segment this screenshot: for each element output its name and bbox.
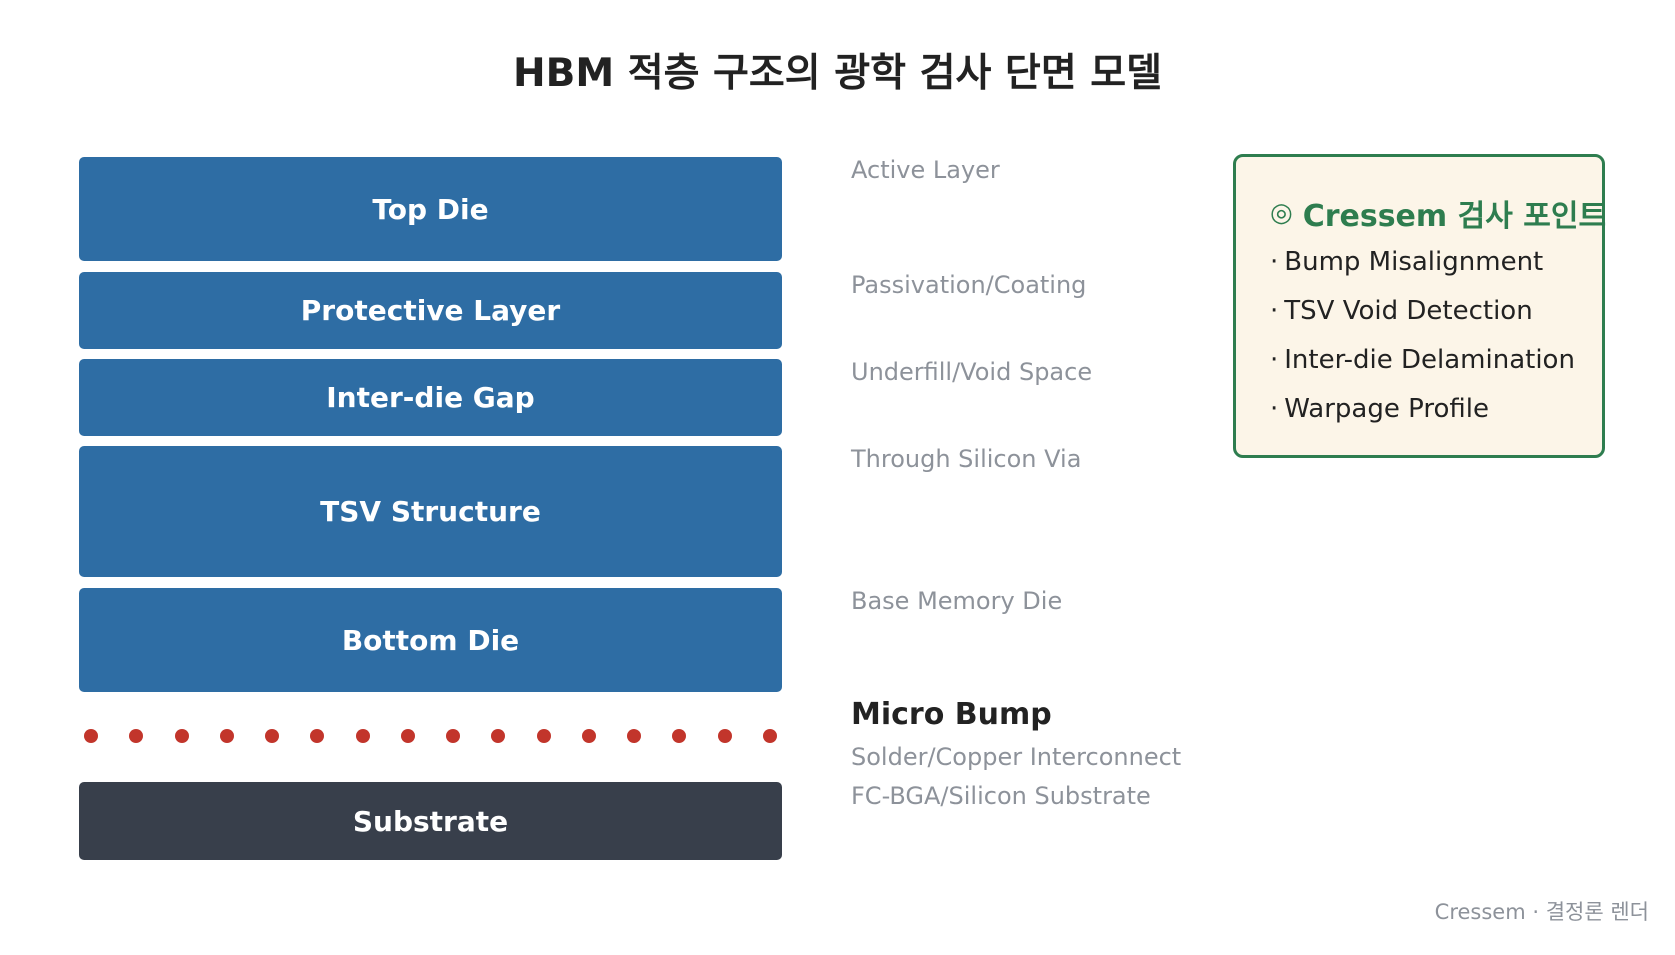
layer-tsv-structure: TSV Structure	[79, 446, 782, 577]
annotation-substrate: FC-BGA/Silicon Substrate	[851, 782, 1151, 810]
micro-bump-dot	[763, 729, 777, 743]
layer-label: Top Die	[372, 192, 489, 226]
micro-bump-dot	[129, 729, 144, 743]
micro-bump-dot	[627, 729, 642, 743]
micro-bump-title: Micro Bump	[851, 697, 1052, 732]
micro-bump-dot	[400, 729, 415, 743]
inspection-point-item: ·Warpage Profile	[1270, 394, 1489, 424]
footer-credit: Cressem · 결정론 렌더	[1434, 900, 1649, 924]
panel-title: ◎ Cressem 검사 포인트	[1270, 191, 1606, 235]
annotation-underfill: Underfill/Void Space	[851, 358, 1093, 386]
micro-bump-dot	[672, 729, 687, 743]
layer-substrate: Substrate	[79, 782, 782, 860]
micro-bump-row	[79, 725, 782, 747]
micro-bump-dot	[581, 729, 596, 743]
annotation-passivation: Passivation/Coating	[851, 271, 1087, 299]
inspection-point-item: ·Inter-die Delamination	[1270, 345, 1575, 375]
annotation-base-die: Base Memory Die	[851, 587, 1063, 615]
annotation-active-layer: Active Layer	[851, 156, 1000, 184]
inspection-point-item: ·Bump Misalignment	[1270, 247, 1543, 277]
layer-bottom-die: Bottom Die	[79, 588, 782, 692]
layer-label: Bottom Die	[341, 623, 520, 657]
diagram-title: HBM 적층 구조의 광학 검사 단면 모델	[512, 51, 1163, 96]
micro-bump-dot	[310, 729, 325, 743]
inspection-points-panel: ◎ Cressem 검사 포인트 ·Bump Misalignment ·TSV…	[1233, 154, 1606, 458]
layer-inter-die-gap: Inter-die Gap	[79, 359, 782, 436]
bullet: ·	[1270, 296, 1279, 326]
micro-bump-dot	[84, 729, 98, 743]
layer-label: Inter-die Gap	[326, 381, 535, 414]
micro-bump-dot	[536, 729, 551, 743]
inspection-point-text: Inter-die Delamination	[1284, 345, 1575, 375]
micro-bump-dot	[491, 729, 506, 743]
target-icon: ◎	[1270, 198, 1293, 228]
micro-bump-dot	[174, 729, 189, 743]
layer-protective: Protective Layer	[79, 272, 782, 349]
layer-top-die: Top Die	[79, 157, 782, 261]
micro-bump-dot	[265, 729, 280, 743]
layer-label: TSV Structure	[320, 495, 541, 528]
inspection-point-item: ·TSV Void Detection	[1270, 296, 1533, 326]
layer-label: Substrate	[352, 804, 509, 838]
inspection-point-text: Warpage Profile	[1284, 394, 1489, 424]
layer-label: Protective Layer	[300, 294, 561, 327]
micro-bump-dot	[355, 729, 370, 743]
micro-bump-dot	[717, 729, 732, 743]
annotation-tsv: Through Silicon Via	[851, 445, 1082, 473]
bullet: ·	[1270, 345, 1279, 375]
panel-title-text: Cressem 검사 포인트	[1302, 199, 1607, 234]
inspection-point-text: Bump Misalignment	[1284, 247, 1544, 277]
bullet: ·	[1270, 247, 1279, 277]
bullet: ·	[1270, 394, 1279, 424]
inspection-point-text: TSV Void Detection	[1284, 296, 1533, 326]
micro-bump-dot	[446, 729, 461, 743]
micro-bump-dot	[219, 729, 234, 743]
micro-bump-subtitle: Solder/Copper Interconnect	[851, 743, 1182, 771]
